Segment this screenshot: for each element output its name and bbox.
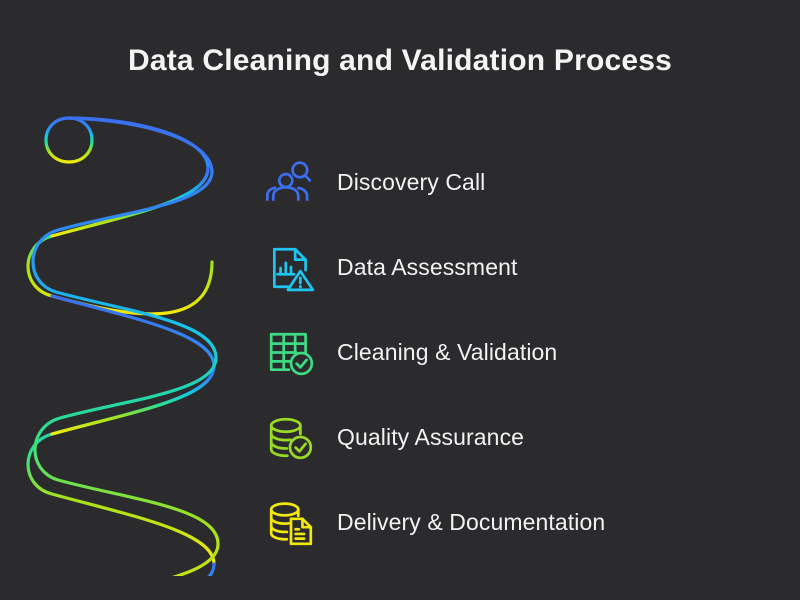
step-label: Discovery Call <box>337 169 486 195</box>
step-label: Cleaning & Validation <box>337 339 558 365</box>
coil-path-group <box>26 116 216 600</box>
step-item-quality-assurance[interactable]: Quality Assurance <box>265 395 785 480</box>
step-label: Delivery & Documentation <box>337 509 606 535</box>
step-label: Data Assessment <box>337 254 518 280</box>
coil-helix-seg5 <box>163 562 216 600</box>
database-check-icon <box>265 412 317 464</box>
step-item-discovery-call[interactable]: Discovery Call <box>265 140 785 225</box>
document-chart-warning-icon <box>265 242 317 294</box>
step-item-data-assessment[interactable]: Data Assessment <box>265 225 785 310</box>
coil-top-loop <box>44 116 94 164</box>
coil-overlay <box>31 116 220 600</box>
table-check-icon <box>265 327 317 379</box>
spiral-helix-graphic <box>12 96 244 600</box>
page-title: Data Cleaning and Validation Process <box>127 44 673 77</box>
coil-full-path <box>31 116 220 600</box>
coil-helix-seg4 <box>50 364 216 436</box>
people-search-icon <box>265 157 317 209</box>
step-item-delivery-documentation[interactable]: Delivery & Documentation <box>265 480 785 565</box>
coil-helix-seg3 <box>26 294 216 566</box>
step-label: Quality Assurance <box>337 424 525 450</box>
database-document-icon <box>265 497 317 549</box>
steps-list: Discovery Call Data Assessment <box>265 140 785 565</box>
step-item-cleaning-validation[interactable]: Cleaning & Validation <box>265 310 785 395</box>
